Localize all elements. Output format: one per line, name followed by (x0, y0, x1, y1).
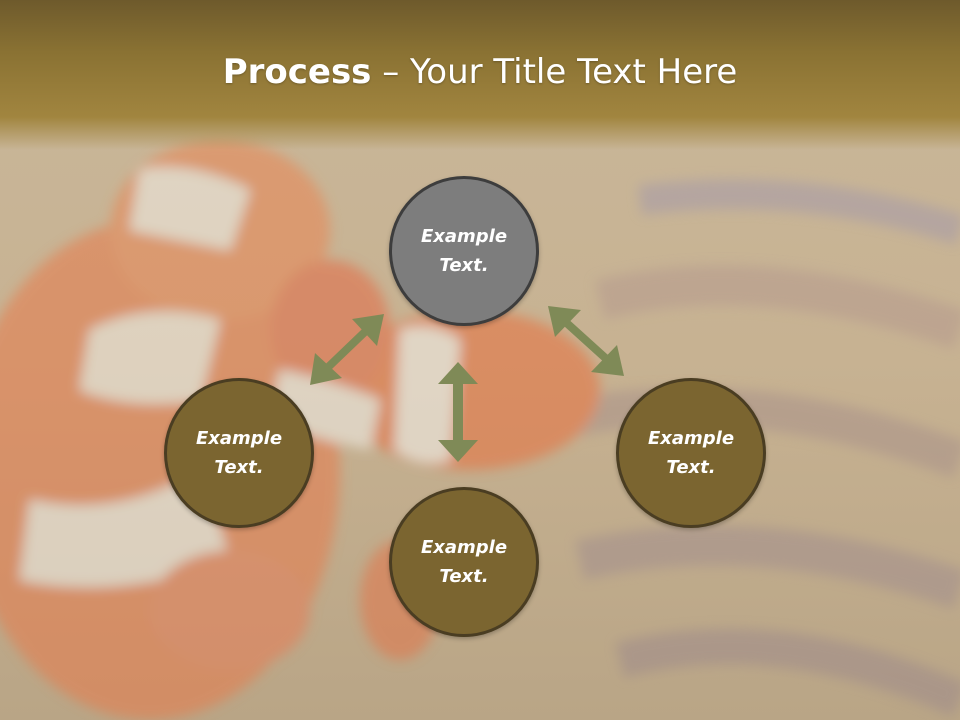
process-node-bottom: Example Text. (389, 487, 539, 637)
title-rest-part: – Your Title Text Here (371, 52, 738, 92)
double-arrow-icon (310, 314, 384, 385)
node-label: Example Text. (420, 226, 508, 276)
title-bold-part: Process (222, 52, 372, 92)
node-label: Example Text. (647, 428, 735, 478)
slide-title: Process – Your Title Text Here (0, 52, 960, 92)
process-node-top: Example Text. (389, 176, 539, 326)
process-node-left: Example Text. (164, 378, 314, 528)
node-label: Example Text. (420, 537, 508, 587)
title-bar (0, 0, 960, 150)
process-node-right: Example Text. (616, 378, 766, 528)
double-arrow-icon (438, 362, 478, 462)
node-label: Example Text. (195, 428, 283, 478)
double-arrow-icon (548, 306, 624, 376)
